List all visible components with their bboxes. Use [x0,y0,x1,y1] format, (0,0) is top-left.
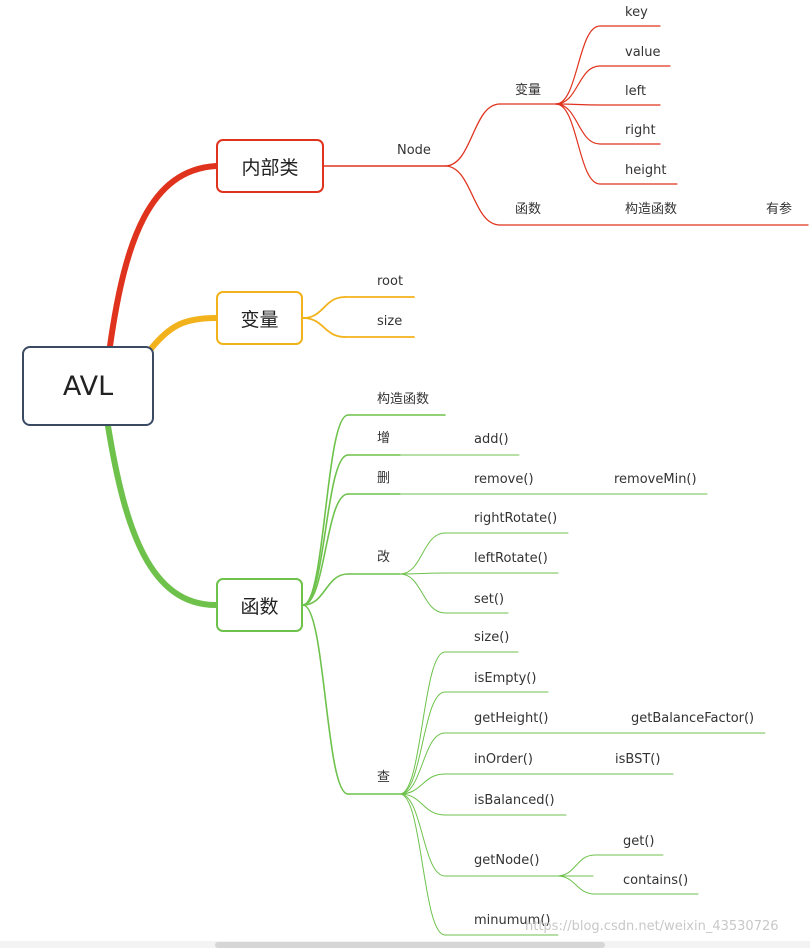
link-variables-root [302,296,346,319]
link-functions-child-2 [302,493,349,606]
link-variables-field-1 [555,65,601,105]
node-constructor[interactable]: 构造函数 [625,202,678,217]
node-label[interactable]: Node [397,143,431,158]
link-update-0 [399,532,446,575]
fn-remove-min[interactable]: removeMin() [614,472,697,487]
link-variables-field-0 [555,25,601,105]
link-node-functions [444,165,501,226]
link-functions-child-4 [302,604,349,795]
fn-is-balanced[interactable]: isBalanced() [474,793,555,808]
node-variables-label[interactable]: 变量 [515,83,542,98]
fn-get-balance-factor[interactable]: getBalanceFactor() [631,711,755,726]
link-query-1 [399,691,446,795]
link-variables-field-4 [555,103,601,185]
fn-left-rotate[interactable]: leftRotate() [474,551,548,566]
node-functions-label[interactable]: 函数 [515,202,542,217]
link-query-5 [399,793,446,877]
link-query-6 [399,793,446,936]
var-size[interactable]: size [377,314,403,329]
link-query-0 [399,651,446,795]
branch-inner-class[interactable]: 内部类 [216,139,324,193]
fn-update-group[interactable]: 改 [377,550,391,565]
fn-add[interactable]: add() [474,432,509,447]
link-functions-child-3 [302,573,349,606]
link-root-functions [105,423,219,608]
fn-remove-group[interactable]: 删 [377,471,391,486]
constructor-with-params[interactable]: 有参 [766,202,793,217]
link-update-2 [399,573,446,614]
link-root-variables [147,315,219,353]
fn-set[interactable]: set() [474,592,505,607]
fn-get-height[interactable]: getHeight() [474,711,549,726]
field-left[interactable]: left [625,84,647,99]
fn-query-group[interactable]: 查 [377,770,391,785]
link-variables-size [302,317,346,338]
fn-get[interactable]: get() [623,834,655,849]
link-functions-child-0 [302,414,349,606]
horizontal-scrollbar-thumb[interactable] [215,942,605,948]
link-getnode-get [556,854,596,877]
fn-size[interactable]: size() [474,630,510,645]
link-variables-field-3 [555,103,601,145]
fn-remove[interactable]: remove() [474,472,534,487]
link-getnode-contains [556,875,596,895]
link-variables-field-2 [555,103,601,106]
link-query-2 [399,732,446,795]
fn-constructor[interactable]: 构造函数 [377,392,430,407]
branch-functions[interactable]: 函数 [216,578,303,632]
fn-minumum[interactable]: minumum() [474,913,551,928]
fn-is-empty[interactable]: isEmpty() [474,671,537,686]
fn-add-group[interactable]: 增 [377,431,391,446]
fn-get-node[interactable]: getNode() [474,853,540,868]
fn-in-order[interactable]: inOrder() [474,752,533,767]
link-functions-child-1 [302,454,349,606]
branch-variables[interactable]: 变量 [216,291,303,345]
link-query-3 [399,773,446,795]
field-key[interactable]: key [625,5,648,20]
link-update-1 [399,572,446,575]
fn-is-bst[interactable]: isBST() [615,752,661,767]
link-query-4 [399,793,446,816]
root-node[interactable]: AVL [22,346,154,426]
fn-right-rotate[interactable]: rightRotate() [474,511,558,526]
field-right[interactable]: right [625,123,656,138]
field-value[interactable]: value [625,45,661,60]
field-height[interactable]: height [625,163,667,178]
link-root-inner-class [107,163,219,349]
link-node-variables [444,103,501,167]
watermark: https://blog.csdn.net/weixin_43530726 [525,919,779,934]
fn-contains[interactable]: contains() [623,873,689,888]
var-root[interactable]: root [377,274,404,289]
